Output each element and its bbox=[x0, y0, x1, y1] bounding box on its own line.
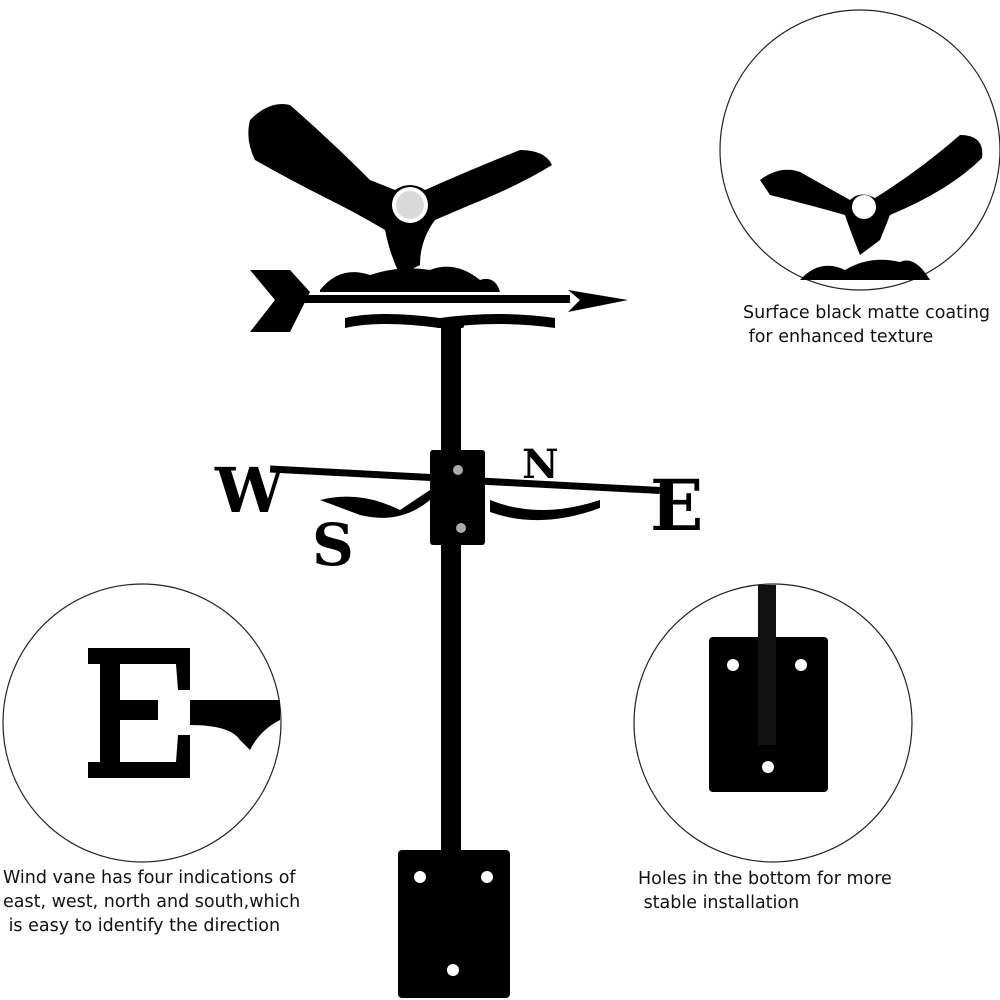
letter-west: W bbox=[214, 454, 286, 527]
coating-caption: Surface black matte coating for enhanced… bbox=[743, 303, 991, 347]
arrow bbox=[250, 270, 628, 332]
letter-east: E bbox=[650, 464, 703, 547]
coating-detail-circle bbox=[719, 9, 1000, 291]
bracket-detail-circle bbox=[633, 583, 913, 863]
east-letter-closeup bbox=[88, 648, 280, 778]
owl-silhouette bbox=[248, 104, 553, 292]
owl-closeup bbox=[760, 135, 983, 280]
compass-arms bbox=[269, 450, 661, 545]
mounting-bracket bbox=[398, 850, 510, 998]
bracket-closeup bbox=[709, 585, 828, 792]
letter-south: S bbox=[312, 511, 354, 579]
letter-north: N bbox=[522, 441, 559, 488]
pole bbox=[441, 322, 461, 852]
holes-caption: Holes in the bottom for more stable inst… bbox=[638, 869, 892, 913]
letter-detail-circle bbox=[2, 583, 282, 863]
